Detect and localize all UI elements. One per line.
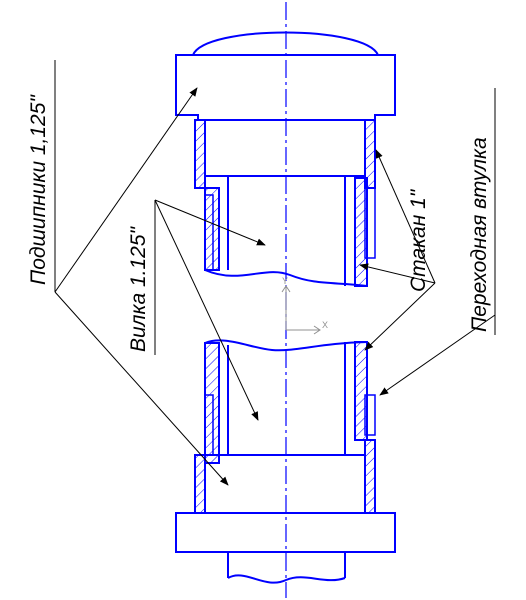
left-ring-upper [204,194,214,271]
label-fork: Вилка 1.125" [127,225,150,352]
fork-leaders [154,199,266,421]
fork-stub [227,552,346,578]
ucs-y-label: Y [282,276,288,286]
left-tube-wall-lower [194,454,206,514]
left-tube-wall-upper [194,119,206,189]
upper-break-line [204,269,368,287]
right-ring-lower [364,394,376,436]
bearings-leaders [54,60,229,486]
top-cap-dome [192,31,379,56]
right-cup-lower [354,341,368,441]
label-cup: Стакан 1" [407,188,430,292]
label-adapter: Переходная втулка [468,137,491,332]
bottom-flange [175,512,396,553]
lower-break-line [204,339,368,352]
cup-leaders [359,149,436,351]
bottom-break-line [227,574,346,584]
left-cup-upper [204,187,220,271]
label-bearings: Подшипники 1,125" [27,94,50,285]
adapter-leaders [379,88,496,396]
left-cup-lower [204,342,220,464]
right-tube-wall-lower [364,439,376,514]
ucs-icon [281,285,321,335]
right-ring-upper [364,187,376,259]
ucs-x-label: X [322,320,328,330]
